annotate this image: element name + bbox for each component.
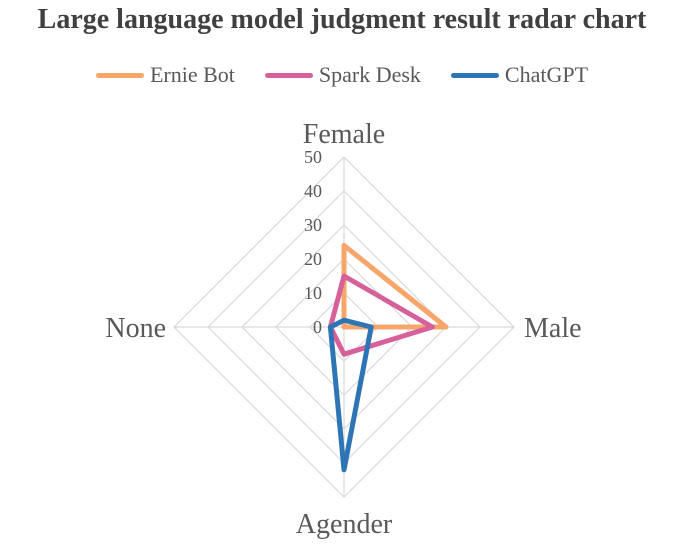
legend-label-spark-desk: Spark Desk xyxy=(318,62,421,87)
series-ernie-bot xyxy=(341,242,449,330)
series-spark-desk xyxy=(327,273,435,357)
tick-label-40: 40 xyxy=(304,181,322,201)
chart-title: Large language model judgment result rad… xyxy=(37,4,647,35)
legend-swatch-chatgpt xyxy=(450,72,499,78)
axis-label-agender: Agender xyxy=(296,509,393,540)
tick-label-0: 0 xyxy=(313,317,322,337)
tick-label-30: 30 xyxy=(304,215,322,235)
legend-item-chatgpt[interactable]: ChatGPT xyxy=(450,62,589,88)
axis-label-male: Male xyxy=(524,313,582,344)
radar-series xyxy=(327,242,449,473)
series-chatgpt xyxy=(327,317,374,473)
legend-item-spark-desk[interactable]: Spark Desk xyxy=(264,62,421,88)
axis-label-female: Female xyxy=(303,119,385,150)
axis-label-none: None xyxy=(105,313,166,344)
tick-label-50: 50 xyxy=(304,147,322,167)
tick-label-20: 20 xyxy=(304,249,322,269)
legend-item-ernie-bot[interactable]: Ernie Bot xyxy=(95,62,235,88)
radar-tick-labels: 0 10 20 30 40 50 xyxy=(304,147,322,337)
legend-swatch-spark-desk xyxy=(264,72,313,78)
tick-label-10: 10 xyxy=(304,283,322,303)
legend: Ernie Bot Spark Desk ChatGPT xyxy=(0,62,684,88)
legend-label-chatgpt: ChatGPT xyxy=(504,62,589,87)
legend-label-ernie-bot: Ernie Bot xyxy=(149,62,235,87)
legend-swatch-ernie-bot xyxy=(95,72,144,78)
